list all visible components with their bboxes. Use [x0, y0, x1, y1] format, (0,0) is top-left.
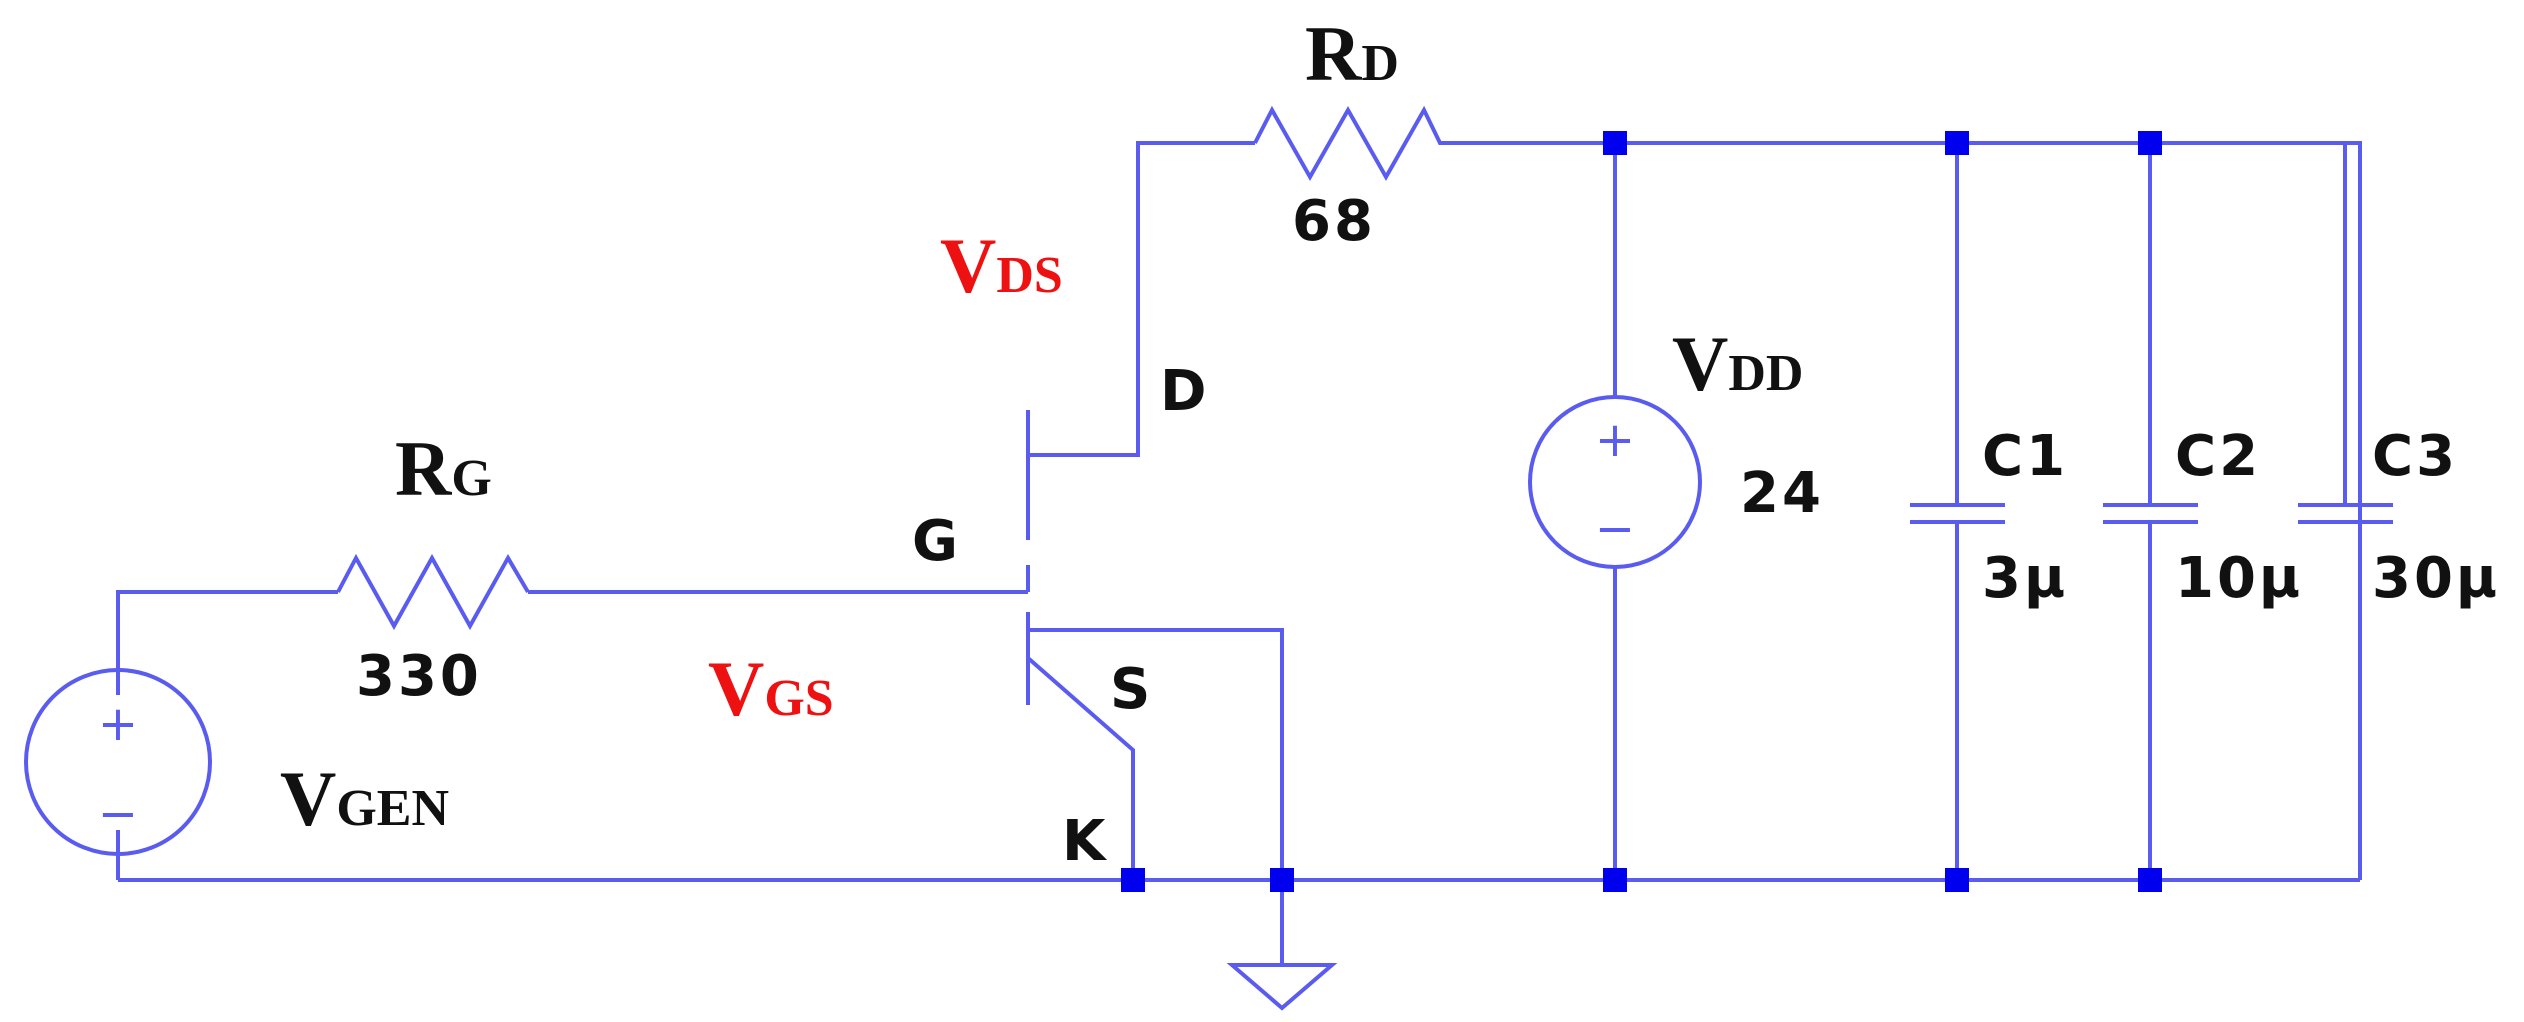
label-rg: RG — [395, 425, 492, 512]
vdd-minus-sign: − — [1595, 501, 1635, 557]
resistor-rg — [336, 553, 530, 631]
label-vds: VDS — [940, 222, 1063, 309]
pin-label-g: G — [912, 509, 961, 574]
voltage-source-vdd: + − — [1528, 395, 1702, 569]
vgen-minus-sign: − — [98, 786, 138, 842]
node-ground — [1270, 868, 1294, 892]
vgen-source-circle — [24, 668, 212, 856]
vgen-plus-sign: + — [98, 696, 138, 752]
voltage-source-vgen: + − — [24, 668, 212, 856]
vdd-plus-sign: + — [1595, 412, 1635, 468]
wire-drain — [1125, 141, 1255, 457]
label-c3-name: C3 — [2372, 424, 2458, 489]
label-c3-value: 30µ — [2372, 546, 2500, 611]
pin-label-k: K — [1062, 809, 1108, 874]
label-vdd: VDD — [1672, 320, 1803, 407]
wire-source — [1026, 656, 1135, 880]
ground-symbol — [1226, 963, 1338, 1011]
capacitor-c2 — [2103, 503, 2198, 524]
mosfet — [1026, 410, 1125, 705]
wire-top-rail — [1455, 141, 2362, 880]
capacitor-c3 — [2298, 503, 2393, 524]
label-rd: RD — [1305, 10, 1399, 97]
resistor-rd — [1253, 105, 1455, 182]
node-k — [1121, 868, 1145, 892]
label-c2-value: 10µ — [2175, 546, 2303, 611]
pin-label-d: D — [1160, 359, 1209, 424]
capacitor-c1 — [1910, 503, 2005, 524]
node-vdd-bottom — [1603, 868, 1627, 892]
label-c1-name: C1 — [1982, 424, 2068, 489]
node-c1-bottom — [1945, 868, 1969, 892]
node-c2-bottom — [2138, 868, 2162, 892]
pin-label-s: S — [1110, 657, 1153, 722]
node-c2-top — [2138, 131, 2162, 155]
wire-vgen-top — [116, 590, 338, 695]
node-vdd-top — [1603, 131, 1627, 155]
label-c2-name: C2 — [2175, 424, 2261, 489]
label-vgs: VGS — [708, 645, 834, 732]
label-c1-value: 3µ — [1982, 546, 2068, 611]
label-rd-value: 68 — [1292, 189, 1376, 254]
label-vgen: VGEN — [280, 755, 449, 842]
junction-nodes — [1121, 131, 2162, 892]
wires — [116, 141, 2362, 965]
wire-kelvin — [1028, 628, 1284, 880]
vdd-source-circle — [1528, 395, 1702, 569]
node-c1-top — [1945, 131, 1969, 155]
label-vdd-value: 24 — [1740, 461, 1824, 526]
label-rg-value: 330 — [356, 644, 482, 709]
